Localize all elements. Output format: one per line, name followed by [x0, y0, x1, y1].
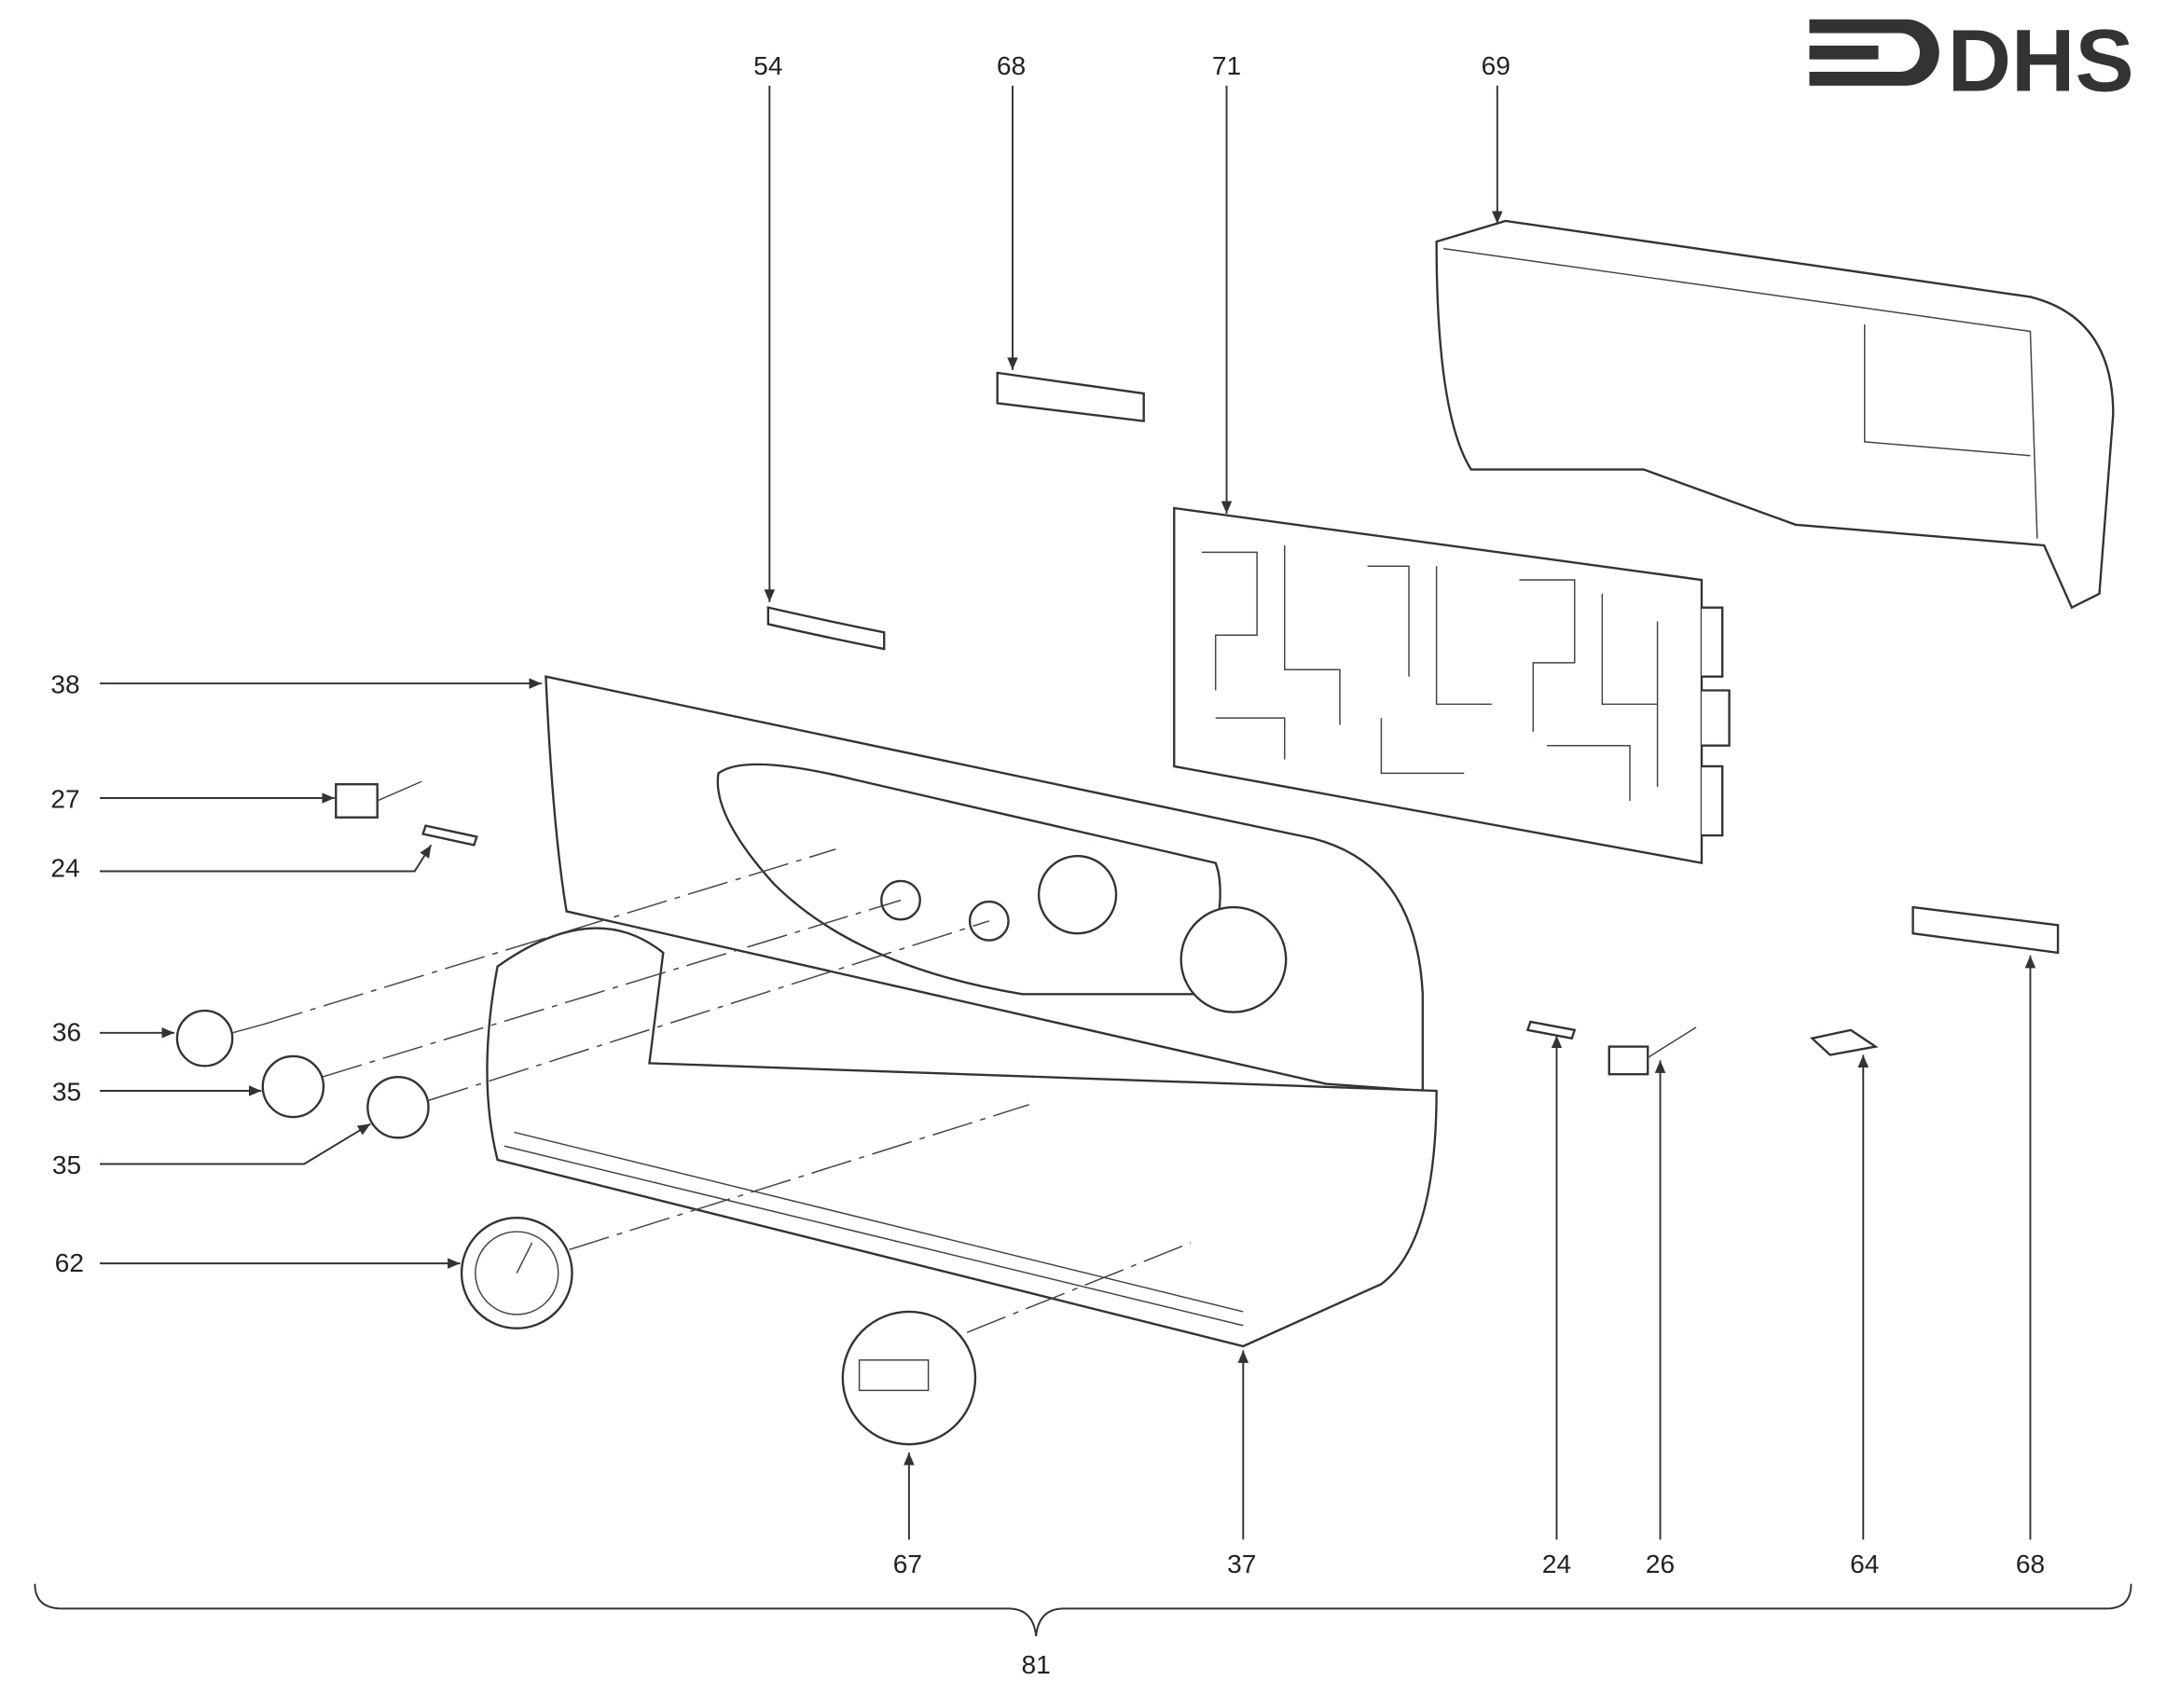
part-spacer-bar-right	[1911, 905, 2060, 955]
part-digital-display-67	[841, 1310, 977, 1446]
callout-71: 71	[1212, 51, 1241, 80]
part-switch-27	[335, 780, 422, 819]
logo-text: DHS	[1948, 12, 2134, 111]
part-fuse-24-left	[421, 824, 478, 847]
leader-arrows	[100, 85, 2036, 1540]
part-fuse-24-right	[1525, 1020, 1577, 1040]
part-clip-64	[1809, 1028, 1879, 1056]
callout-81: 81	[1021, 1650, 1050, 1679]
callout-64: 64	[1850, 1550, 1879, 1578]
callout-27: 27	[50, 784, 79, 813]
callout-67: 67	[893, 1550, 922, 1578]
part-pressure-gauge-62	[460, 1217, 573, 1329]
callout-37: 37	[1227, 1550, 1256, 1578]
callout-26: 26	[1646, 1550, 1675, 1578]
part-switch-26	[1607, 1026, 1697, 1076]
part-led-strip	[766, 606, 886, 651]
callout-62: 62	[55, 1248, 84, 1277]
part-knob-35b	[366, 1075, 430, 1139]
callout-54: 54	[753, 51, 782, 80]
callout-24-left: 24	[50, 853, 79, 882]
dhs-logo: DHS	[1809, 12, 2134, 111]
callout-36: 36	[52, 1018, 81, 1047]
callout-69: 69	[1482, 51, 1511, 80]
assembly-brace	[34, 1583, 2132, 1637]
part-spacer-bar-top	[996, 371, 1145, 423]
part-knob-36	[175, 1009, 263, 1068]
callout-68-top: 68	[997, 51, 1026, 80]
part-knob-35a	[261, 1054, 325, 1119]
callout-68-right: 68	[2016, 1550, 2045, 1578]
callout-labels: 54 68 71 69 38 27 24 36 35 35 62 67 37 2…	[50, 51, 2045, 1679]
part-rear-cover	[1435, 219, 2115, 610]
callout-24-right: 24	[1542, 1550, 1571, 1578]
part-circuit-board	[1173, 506, 1731, 865]
part-front-panel	[486, 675, 1438, 1348]
callout-38: 38	[50, 669, 79, 698]
callout-35-b: 35	[52, 1150, 81, 1179]
callout-35-a: 35	[52, 1077, 81, 1106]
